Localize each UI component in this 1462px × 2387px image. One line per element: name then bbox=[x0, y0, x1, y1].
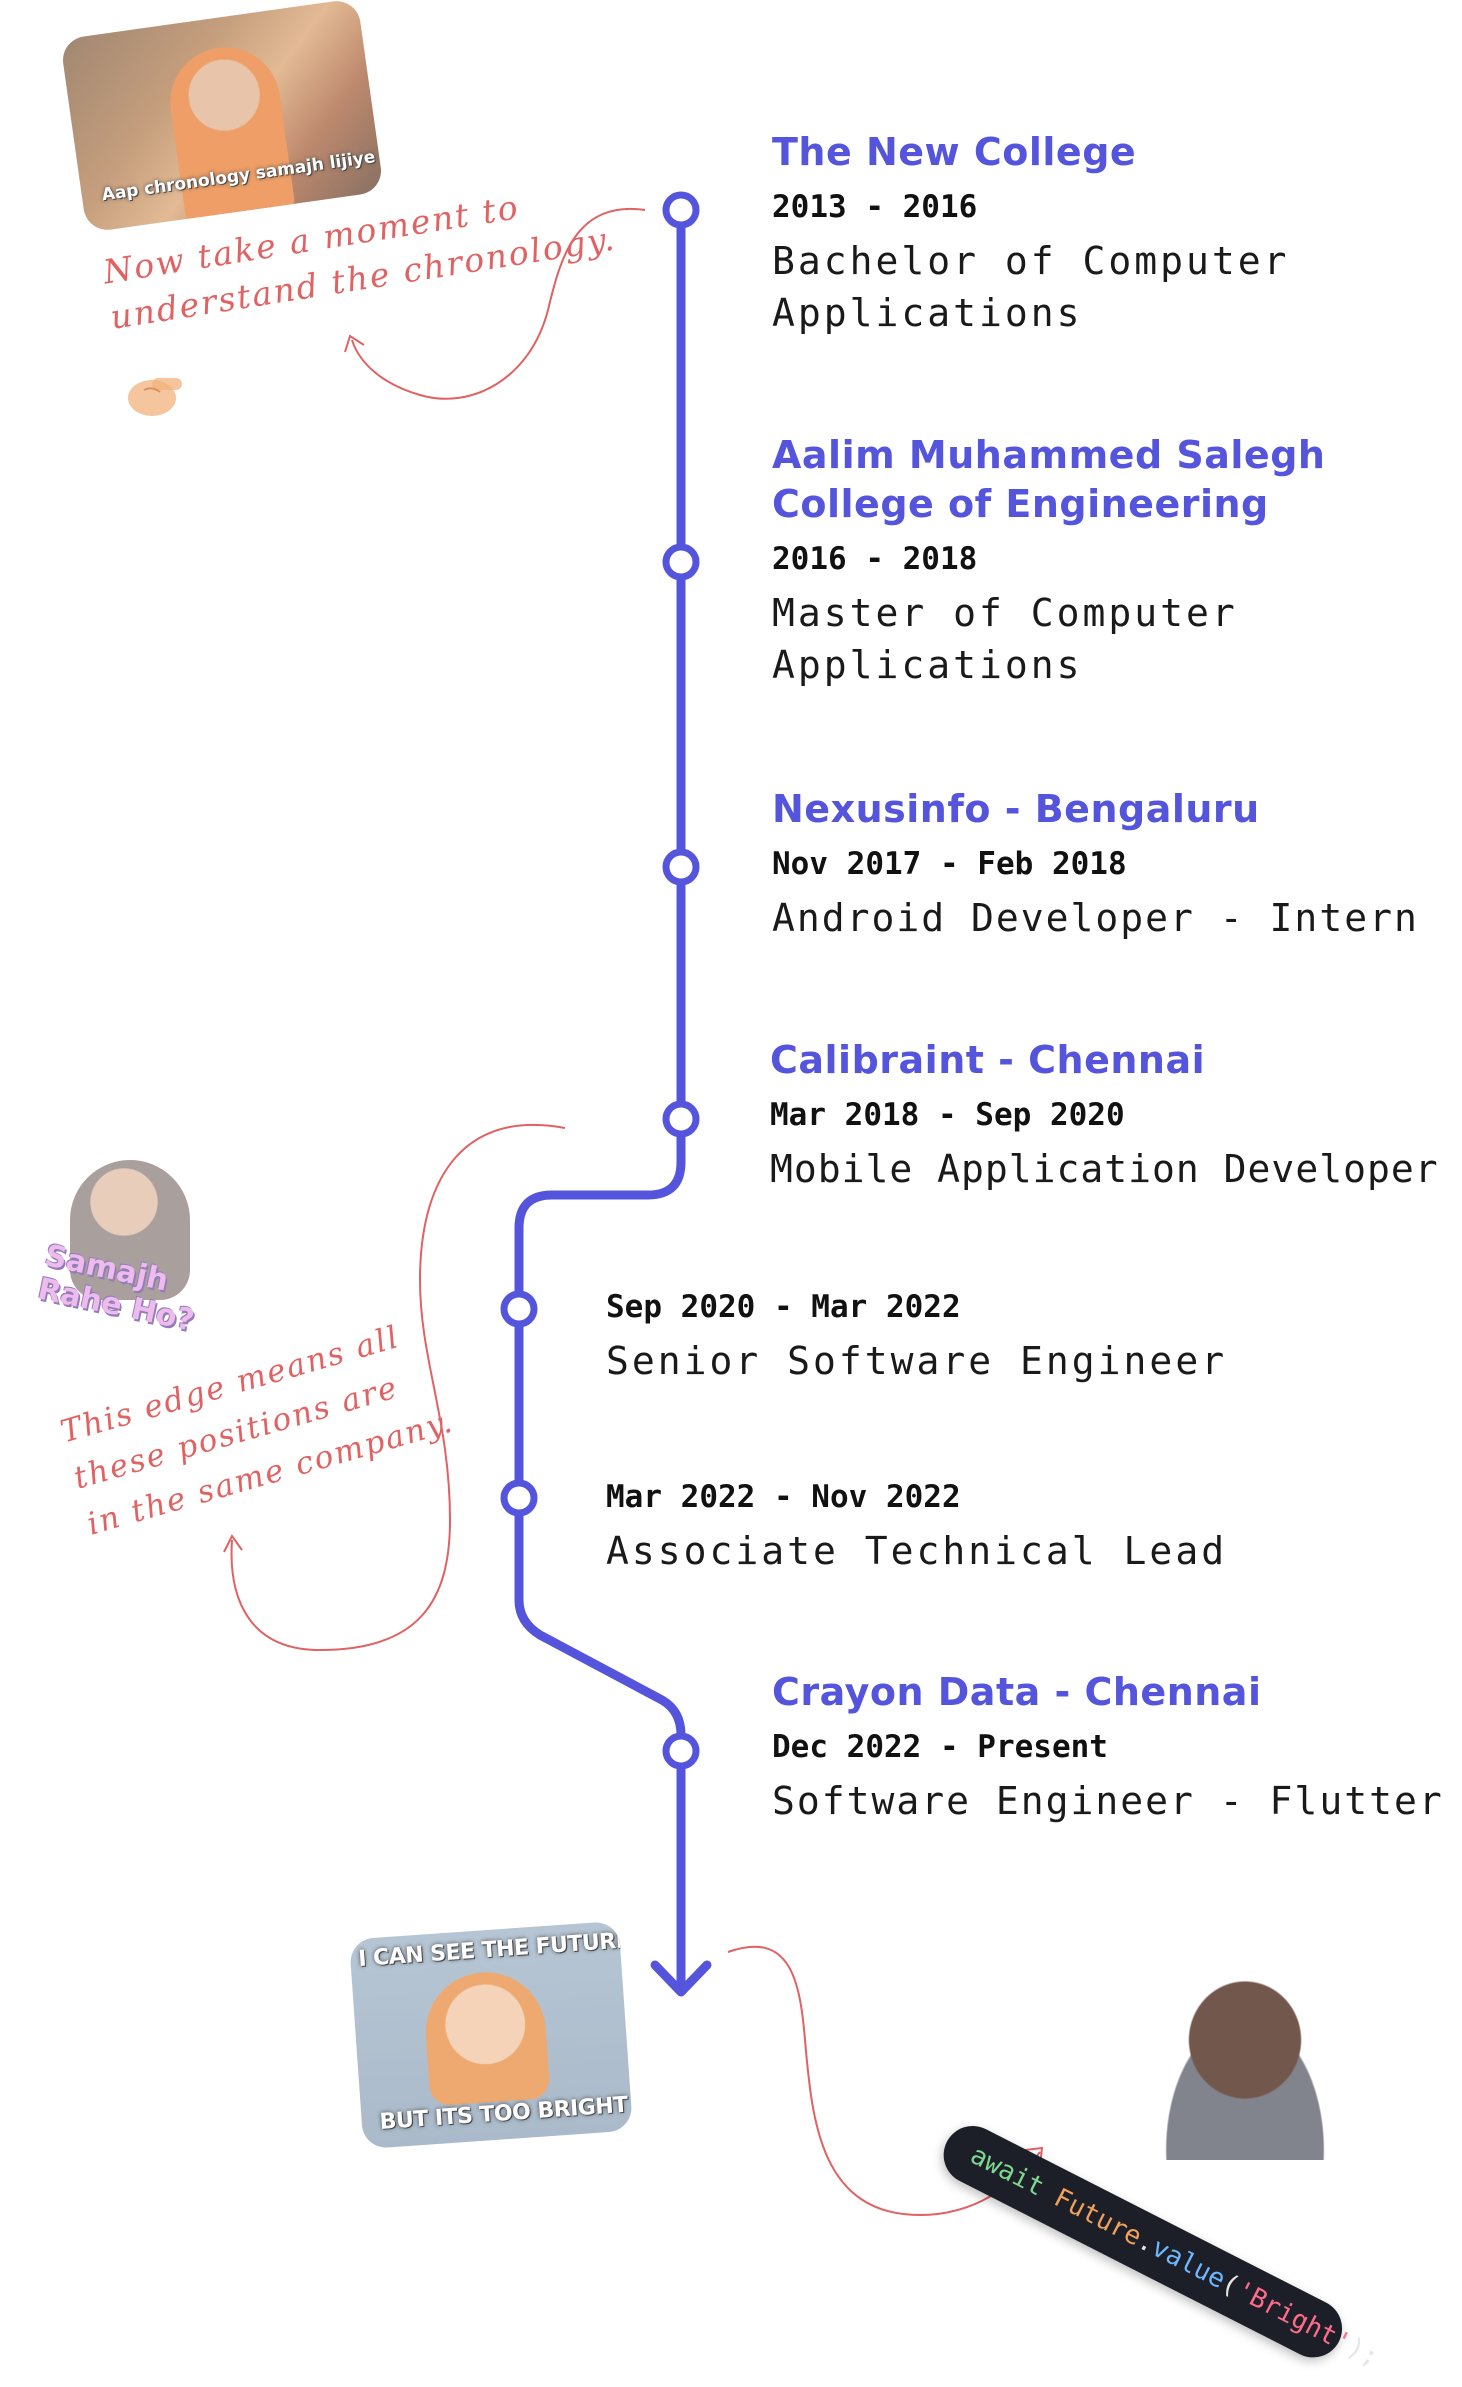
date-range: Mar 2022 - Nov 2022 bbox=[606, 1479, 961, 1515]
chronology-meme-image: Aap chronology samajh lijiye bbox=[59, 0, 385, 233]
edge-annotation-curve bbox=[230, 1123, 566, 1652]
organization-name: Nexusinfo - Bengaluru bbox=[772, 787, 1260, 831]
role-title: Associate Technical Lead bbox=[606, 1529, 1228, 1573]
timeline-node bbox=[662, 848, 700, 886]
role-title: Android Developer - Intern bbox=[772, 896, 1419, 940]
fry-figure bbox=[421, 1968, 551, 2107]
timeline-entry: Crayon Data - Chennai Dec 2022 - Present… bbox=[772, 1668, 1444, 1827]
samajh-meme-image: Samajh Rahe Ho? bbox=[30, 1160, 230, 1370]
timeline-node bbox=[500, 1479, 538, 1517]
down-arrow-icon bbox=[650, 1960, 712, 1997]
timeline-node bbox=[662, 191, 700, 229]
timeline-node bbox=[662, 543, 700, 581]
backhand-index-pointing-right-icon bbox=[128, 378, 182, 416]
code-string: 'Bright' bbox=[1230, 2275, 1356, 2359]
role-title: Master of Computer Applications bbox=[772, 591, 1238, 687]
chronology-annotation-curve bbox=[351, 207, 646, 400]
date-range: Mar 2018 - Sep 2020 bbox=[770, 1097, 1125, 1133]
organization-name: Crayon Data - Chennai bbox=[772, 1670, 1262, 1714]
person-figure bbox=[70, 1160, 190, 1300]
arrowhead-icon bbox=[344, 334, 365, 353]
role-title: Bachelor of Computer Applications bbox=[772, 239, 1290, 335]
thinking-person-image bbox=[1130, 1960, 1360, 2160]
timeline-page: The New College 2013 - 2016 Bachelor of … bbox=[30, 0, 1444, 2373]
timeline-node bbox=[662, 1732, 700, 1770]
timeline-node bbox=[500, 1290, 538, 1328]
arrowhead-icon bbox=[223, 1534, 243, 1553]
timeline-entry: Mar 2022 - Nov 2022 Associate Technical … bbox=[606, 1477, 1227, 1577]
timeline-node bbox=[662, 1100, 700, 1138]
organization-name: Calibraint - Chennai bbox=[770, 1038, 1206, 1082]
date-range: 2016 - 2018 bbox=[772, 541, 978, 577]
timeline-entry: Aalim Muhammed Salegh College of Enginee… bbox=[772, 431, 1325, 691]
date-range: Sep 2020 - Mar 2022 bbox=[606, 1289, 961, 1325]
timeline-line bbox=[514, 205, 686, 1993]
speaker-figure bbox=[163, 40, 296, 224]
timeline-entry: Sep 2020 - Mar 2022 Senior Software Engi… bbox=[606, 1287, 1227, 1387]
date-range: Dec 2022 - Present bbox=[772, 1729, 1108, 1765]
organization-name: The New College bbox=[772, 130, 1137, 174]
future-meme-image: I CAN SEE THE FUTURE BUT ITS TOO BRIGHT bbox=[349, 1920, 633, 2150]
role-title: Senior Software Engineer bbox=[606, 1339, 1228, 1383]
timeline-graphic bbox=[223, 191, 1044, 2217]
timeline-entry: The New College 2013 - 2016 Bachelor of … bbox=[772, 128, 1290, 339]
organization-name: Aalim Muhammed Salegh College of Enginee… bbox=[772, 433, 1326, 526]
role-title: Software Engineer - Flutter bbox=[772, 1779, 1444, 1823]
role-title: Mobile Application Developer bbox=[770, 1147, 1439, 1191]
future-annotation-curve bbox=[727, 1945, 1041, 2217]
timeline-entry: Nexusinfo - Bengaluru Nov 2017 - Feb 201… bbox=[772, 785, 1419, 944]
date-range: 2013 - 2016 bbox=[772, 189, 978, 225]
timeline-entry: Calibraint - Chennai Mar 2018 - Sep 2020… bbox=[770, 1036, 1439, 1195]
date-range: Nov 2017 - Feb 2018 bbox=[772, 846, 1127, 882]
